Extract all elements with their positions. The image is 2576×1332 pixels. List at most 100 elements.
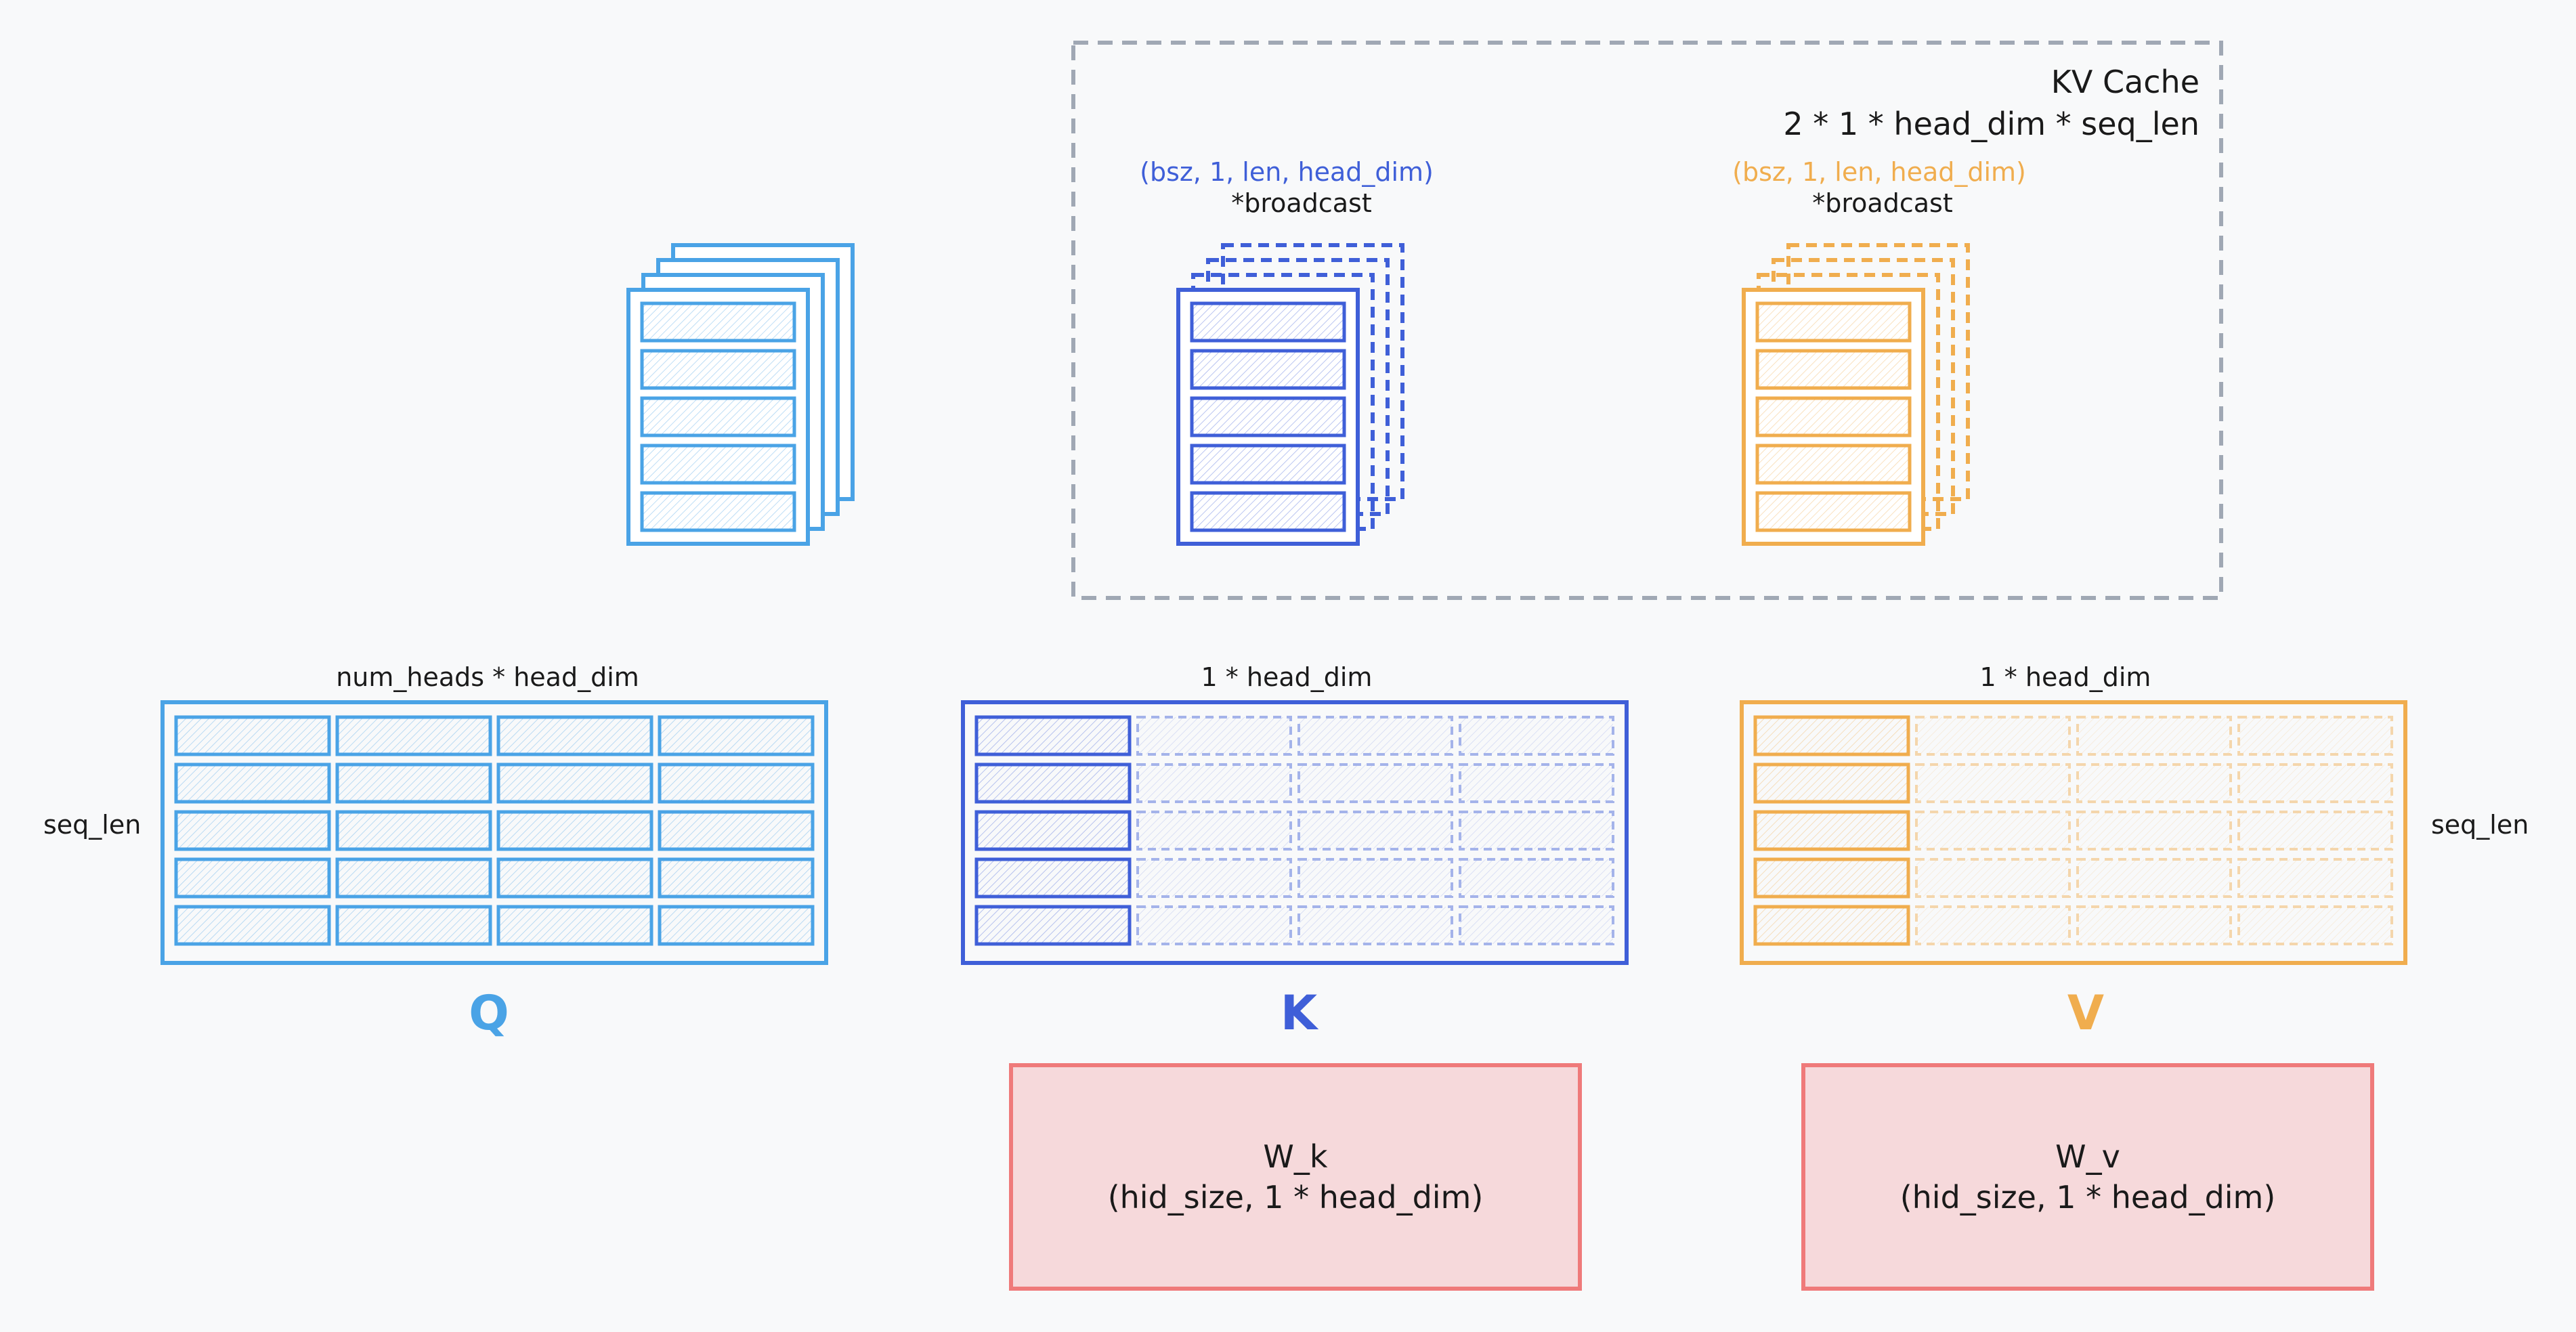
v-matrix-broadcast-cell	[2076, 716, 2232, 756]
q-matrix-cell	[174, 905, 331, 946]
v-matrix-broadcast-cell	[2076, 858, 2232, 898]
w-k-box	[1009, 1063, 1582, 1291]
v-matrix-broadcast-cell	[1915, 905, 2071, 945]
q-matrix-cell	[496, 857, 653, 899]
k-matrix-broadcast-cell	[1297, 763, 1453, 803]
k-stack-front-cell	[1190, 349, 1346, 390]
q-matrix-cell	[174, 857, 331, 899]
w-v-name: W_v	[2055, 1138, 2120, 1175]
k-matrix-cell	[974, 857, 1132, 899]
w-v-shape: (hid_size, 1 * head_dim)	[1899, 1179, 2276, 1216]
v-matrix-broadcast-cell	[1915, 811, 2071, 851]
v-stack-front-cell	[1755, 349, 1912, 390]
q-height-label: seq_len	[43, 810, 142, 840]
q-matrix-cell	[496, 810, 653, 851]
q-matrix-cell	[658, 905, 815, 946]
k-width-label: 1 * head_dim	[1201, 662, 1373, 692]
v-matrix-cell	[1753, 905, 1910, 946]
v-matrix-cell	[1753, 715, 1910, 756]
k-matrix-broadcast-cell	[1297, 811, 1453, 851]
v-matrix-cell	[1753, 762, 1910, 804]
q-matrix-frame	[160, 700, 828, 965]
q-stack-front-cell	[640, 349, 796, 390]
v-stack-front-cell	[1755, 444, 1912, 485]
v-width-label: 1 * head_dim	[1979, 662, 2151, 692]
w-v-text: W_v (hid_size, 1 * head_dim)	[1900, 1136, 2276, 1218]
k-matrix-cell	[974, 810, 1132, 851]
k-matrix-broadcast-cell	[1459, 811, 1614, 851]
v-matrix-broadcast-cell	[1915, 858, 2071, 898]
v-stack-front-cell	[1755, 491, 1912, 532]
q-stack-front	[626, 288, 810, 546]
kv-cache-caption: KV Cache 2 * 1 * head_dim * seq_len	[1783, 61, 2199, 145]
k-matrix-broadcast-cell	[1297, 858, 1453, 898]
q-width-label: num_heads * head_dim	[336, 662, 639, 692]
k-matrix	[961, 700, 1629, 965]
v-matrix-broadcast-cell	[1915, 716, 2071, 756]
k-matrix-broadcast-cell	[1297, 716, 1453, 756]
q-matrix-cell	[496, 762, 653, 804]
q-matrix-cell	[496, 905, 653, 946]
kv-cache-title: KV Cache	[2051, 64, 2199, 100]
v-stack-shape: (bsz, 1, len, head_dim)	[1732, 157, 2026, 187]
k-matrix-broadcast-cell	[1459, 763, 1614, 803]
v-matrix-frame	[1740, 700, 2407, 965]
q-matrix-cell	[658, 715, 815, 756]
v-matrix-broadcast-cell	[2237, 858, 2393, 898]
k-stack-front-cell	[1190, 444, 1346, 485]
k-matrix-broadcast-cell	[1136, 716, 1292, 756]
q-matrix	[160, 700, 828, 965]
v-matrix-cell	[1753, 857, 1910, 899]
k-stack-front-cell	[1190, 301, 1346, 343]
k-head-stack	[1176, 243, 1404, 546]
v-matrix-broadcast-cell	[2237, 905, 2393, 945]
k-stack-front	[1176, 288, 1360, 546]
k-matrix-broadcast-cell	[1136, 858, 1292, 898]
kv-cache-frame	[1071, 41, 2223, 600]
v-matrix-broadcast-cell	[1915, 763, 2071, 803]
k-stack-shape: (bsz, 1, len, head_dim)	[1140, 157, 1434, 187]
k-matrix-broadcast-cell	[1459, 905, 1614, 945]
v-stack-front	[1742, 288, 1925, 546]
q-stack-front-cell	[640, 301, 796, 343]
k-matrix-cell	[974, 762, 1132, 804]
k-stack-note: *broadcast	[1231, 188, 1372, 218]
k-matrix-broadcast-cell	[1459, 716, 1614, 756]
q-matrix-cell	[335, 905, 492, 946]
v-stack-front-cell	[1755, 396, 1912, 437]
k-matrix-broadcast-cell	[1136, 763, 1292, 803]
k-matrix-frame	[961, 700, 1629, 965]
v-label: V	[2067, 985, 2105, 1041]
k-matrix-cell	[974, 905, 1132, 946]
v-stack-front-cell	[1755, 301, 1912, 343]
w-k-name: W_k	[1263, 1138, 1328, 1175]
q-matrix-cell	[335, 762, 492, 804]
v-matrix-broadcast-cell	[2076, 811, 2232, 851]
q-stack-front-cell	[640, 491, 796, 532]
v-matrix-broadcast-cell	[2237, 716, 2393, 756]
q-matrix-cell	[658, 762, 815, 804]
v-head-stack	[1742, 243, 1970, 546]
v-matrix-cell	[1753, 810, 1910, 851]
q-head-stack	[626, 243, 855, 546]
k-matrix-broadcast-cell	[1136, 905, 1292, 945]
w-k-text: W_k (hid_size, 1 * head_dim)	[1108, 1136, 1484, 1218]
v-height-label: seq_len	[2431, 810, 2529, 840]
q-matrix-cell	[658, 810, 815, 851]
v-matrix-broadcast-cell	[2237, 811, 2393, 851]
q-matrix-cell	[335, 715, 492, 756]
q-matrix-cell	[335, 810, 492, 851]
v-matrix-broadcast-cell	[2076, 905, 2232, 945]
k-matrix-broadcast-cell	[1136, 811, 1292, 851]
w-k-shape: (hid_size, 1 * head_dim)	[1107, 1179, 1484, 1216]
q-stack-front-cell	[640, 396, 796, 437]
q-label: Q	[469, 985, 509, 1041]
v-matrix	[1740, 700, 2407, 965]
v-matrix-broadcast-cell	[2076, 763, 2232, 803]
q-matrix-cell	[496, 715, 653, 756]
k-stack-front-cell	[1190, 491, 1346, 532]
q-matrix-cell	[174, 715, 331, 756]
q-matrix-cell	[174, 810, 331, 851]
